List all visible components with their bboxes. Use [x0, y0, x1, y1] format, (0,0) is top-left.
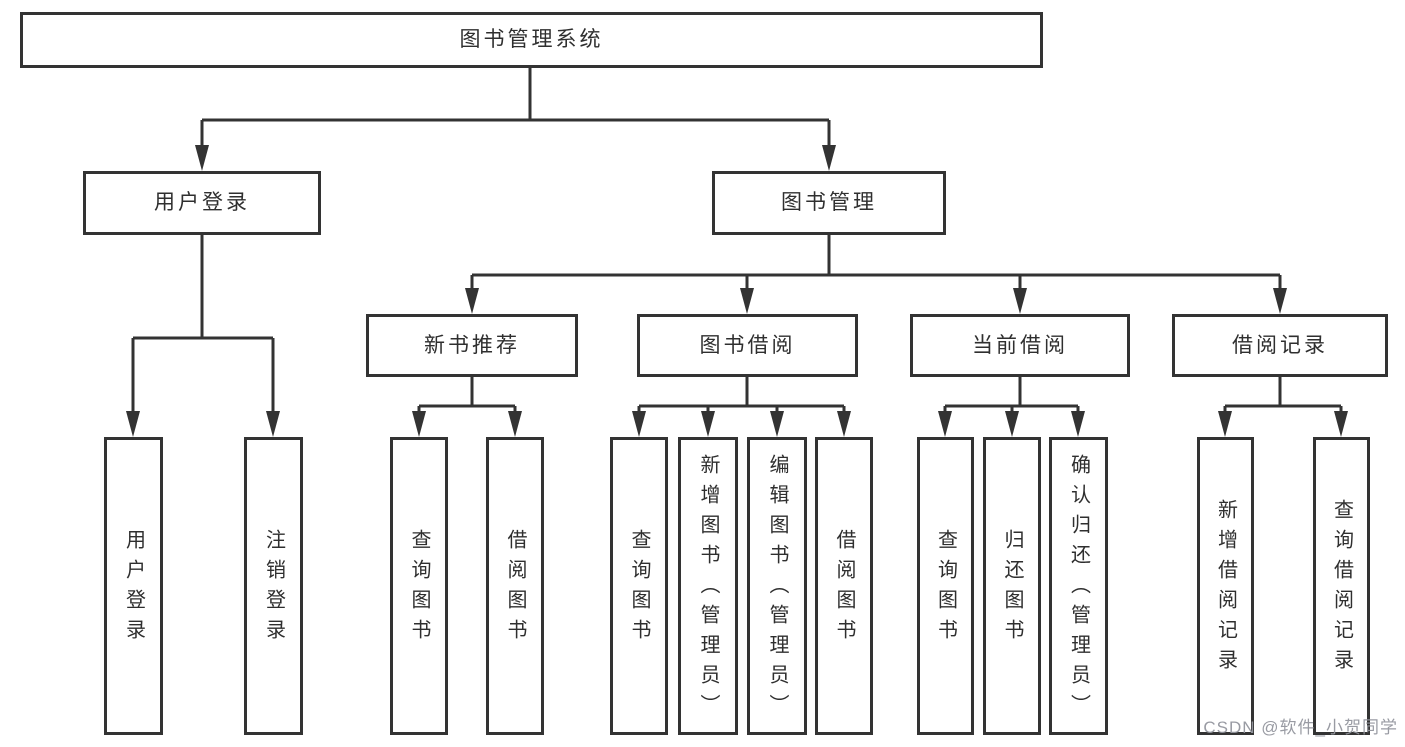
node-label: 编辑图书（管理员） — [766, 454, 788, 724]
leaf-query-book-3: 查询图书 — [917, 437, 974, 735]
leaf-logout: 注销登录 — [244, 437, 303, 735]
node-book-borrow: 图书借阅 — [637, 314, 858, 377]
node-book-management: 图书管理 — [712, 171, 946, 235]
leaf-edit-book-admin: 编辑图书（管理员） — [747, 437, 807, 735]
leaf-add-book-admin: 新增图书（管理员） — [678, 437, 738, 735]
node-label: 确认归还（管理员） — [1067, 454, 1090, 724]
leaf-borrow-book-1: 借阅图书 — [486, 437, 544, 735]
node-label: 查询图书 — [408, 529, 430, 649]
node-label: 用户登录 — [154, 191, 250, 215]
node-label: 新增图书（管理员） — [697, 454, 719, 724]
node-label: 图书管理 — [781, 191, 877, 215]
node-new-book-recommend: 新书推荐 — [366, 314, 578, 377]
node-user-login: 用户登录 — [83, 171, 321, 235]
node-label: 新书推荐 — [424, 333, 520, 357]
leaf-borrow-book-2: 借阅图书 — [815, 437, 873, 735]
leaf-query-book-2: 查询图书 — [610, 437, 668, 735]
arrowheads — [126, 145, 1348, 437]
leaf-user-login: 用户登录 — [104, 437, 163, 735]
node-label: 用户登录 — [122, 529, 145, 649]
leaf-query-book-1: 查询图书 — [390, 437, 448, 735]
node-label: 当前借阅 — [972, 333, 1068, 357]
node-label: 注销登录 — [262, 529, 285, 649]
node-label: 查询借阅记录 — [1330, 499, 1353, 679]
node-label: 借阅图书 — [504, 529, 526, 649]
leaf-query-borrow-record: 查询借阅记录 — [1313, 437, 1370, 735]
node-label: 图书管理系统 — [459, 28, 604, 52]
node-borrow-record: 借阅记录 — [1172, 314, 1388, 377]
node-label: 借阅图书 — [833, 529, 855, 649]
csdn-watermark: CSDN @软件_小贺同学 — [1203, 718, 1398, 737]
node-label: 查询图书 — [628, 529, 650, 649]
node-label: 查询图书 — [934, 529, 957, 649]
node-label: 图书借阅 — [699, 333, 796, 357]
node-label: 归还图书 — [1001, 529, 1023, 649]
node-label: 新增借阅记录 — [1214, 499, 1237, 679]
leaf-confirm-return-admin: 确认归还（管理员） — [1049, 437, 1108, 735]
node-current-borrow: 当前借阅 — [910, 314, 1130, 377]
leaf-return-book: 归还图书 — [983, 437, 1041, 735]
node-label: 借阅记录 — [1232, 333, 1328, 357]
leaf-add-borrow-record: 新增借阅记录 — [1197, 437, 1254, 735]
node-library-management-system: 图书管理系统 — [20, 12, 1043, 68]
